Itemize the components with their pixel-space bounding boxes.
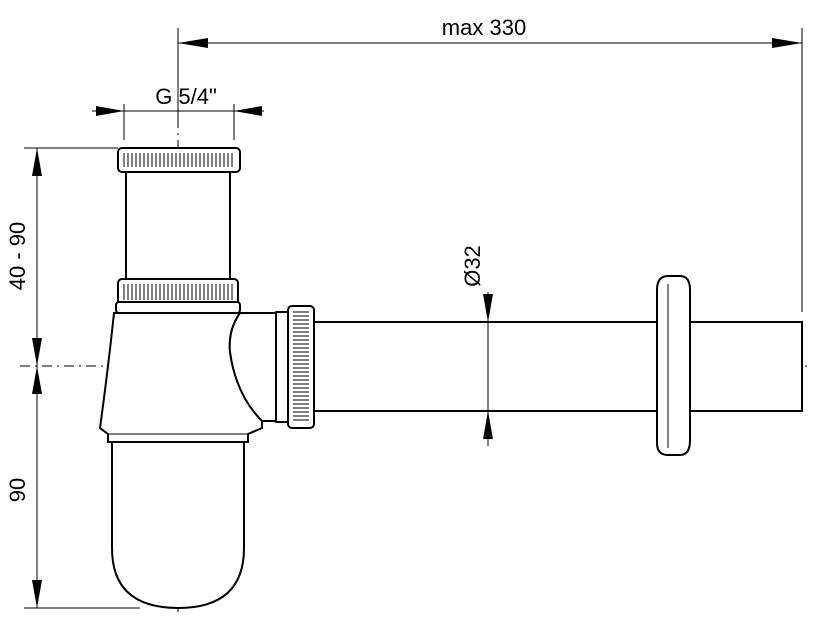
bottle-cup [111, 441, 245, 610]
tailpipe [125, 169, 231, 281]
bottle-body [98, 312, 277, 610]
outlet-nut-knurling [293, 311, 309, 421]
rosette-body [656, 275, 691, 456]
lower-nut-knurling [123, 284, 233, 300]
tail-height-label: 40 - 90 [5, 222, 30, 291]
outlet-nut [273, 305, 315, 429]
arrow-thread-right [234, 106, 262, 116]
lower-nut [115, 278, 241, 314]
arrow-diameter-top [483, 294, 493, 322]
arrow-tail-top [32, 148, 42, 176]
top-nut-knurling [123, 153, 233, 167]
arrow-left [178, 38, 208, 48]
wall-rosette [656, 275, 691, 456]
arrow-trap-top [32, 366, 42, 394]
pipe-diameter-label: Ø32 [460, 245, 485, 287]
arrow-trap-bottom [32, 580, 42, 608]
dimension-overall-length: max 330 [177, 15, 803, 312]
lower-nut-washer [115, 301, 241, 314]
arrow-thread-left [96, 106, 124, 116]
drain-pipe [313, 321, 803, 412]
top-nut [117, 147, 241, 173]
dimension-thread: G 5/4" [92, 84, 264, 140]
arrow-right [772, 38, 802, 48]
dimension-trap-height: 90 [5, 366, 140, 609]
thread-label: G 5/4" [155, 84, 217, 109]
arrow-diameter-bottom [483, 411, 493, 439]
overall-length-label: max 330 [442, 15, 526, 40]
drain-pipe-tube [313, 321, 803, 412]
dimension-tail-height: 40 - 90 [5, 147, 118, 366]
arrow-tail-bottom [32, 338, 42, 366]
trap-height-label: 90 [5, 478, 30, 502]
tailpipe-tube [125, 169, 231, 281]
bottle-side-branch [228, 312, 277, 422]
dimension-pipe-diameter: Ø32 [460, 245, 493, 446]
